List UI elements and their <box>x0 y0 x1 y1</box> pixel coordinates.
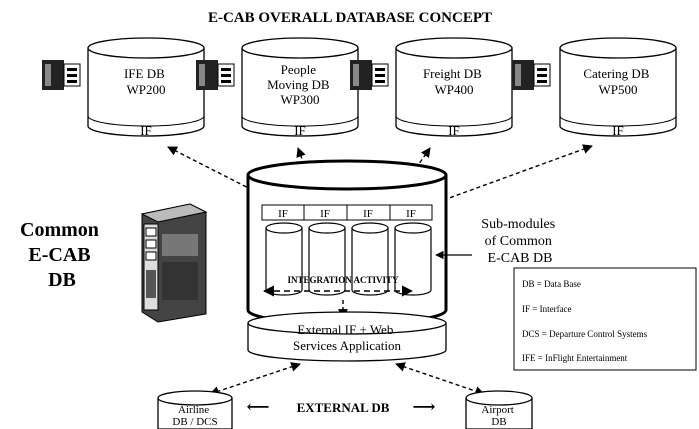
db-interface-label: IF <box>294 123 306 138</box>
db-interface-label: IF <box>448 123 460 138</box>
db-name-line: WP300 <box>281 92 320 107</box>
svg-text:Airline DB / DCS: Airline DB / DCS <box>172 404 217 428</box>
external-left-arrow: ⟵ <box>247 399 270 416</box>
common-db-label-line: E-CAB <box>28 244 90 266</box>
db-name-line: People <box>281 62 317 77</box>
common-interface-label: IF <box>406 208 416 220</box>
common-db-label-line: Common <box>20 219 99 241</box>
server-icon <box>350 60 389 90</box>
svg-text:Sub-modules of Common: Sub-modules of Common E-CAB DB <box>481 217 558 266</box>
db-interface-label: IF <box>140 123 152 138</box>
svg-text:People Moving DB W: People Moving DB WP300 <box>267 62 333 107</box>
svg-text:External IF + Web Servic: External IF + Web Services Application <box>293 322 401 353</box>
top-database-freight: Freight DB WP400 IF <box>395 37 513 138</box>
airline-db-label-line: DB / DCS <box>172 416 217 428</box>
legend-item: DCS = Departure Control Systems <box>522 329 648 339</box>
db-name-line: Moving DB <box>267 77 330 92</box>
airport-db-label-line: Airport <box>481 404 513 416</box>
submodules-label-line: Sub-modules <box>481 217 555 232</box>
common-interface-row: IF IF IF IF <box>261 204 433 221</box>
airline-db-cylinder: Airline DB / DCS <box>157 390 233 429</box>
db-name-line: Freight DB <box>423 66 482 81</box>
airport-db-cylinder: Airport DB <box>465 390 533 429</box>
diagram-title: E-CAB OVERALL DATABASE CONCEPT <box>208 10 492 26</box>
top-database-catering: Catering DB WP500 IF <box>559 37 677 138</box>
db-name-line: WP200 <box>127 82 166 97</box>
submodule-cylinder <box>394 222 432 296</box>
db-name-line: WP500 <box>599 82 638 97</box>
submodules-label-line: E-CAB DB <box>488 251 553 266</box>
services-label-line: Services Application <box>293 338 401 353</box>
server-icon <box>42 60 81 90</box>
svg-text:Freight DB WP400: Freight DB WP400 <box>423 66 485 97</box>
submodule-cylinders <box>265 222 432 296</box>
svg-text:IFE DB WP200: IFE DB WP200 <box>124 66 168 97</box>
common-db-label-line: DB <box>48 269 76 291</box>
services-label-line: External IF + Web <box>297 322 393 337</box>
external-db-label: EXTERNAL DB <box>297 400 390 415</box>
common-interface-label: IF <box>363 208 373 220</box>
top-database-ife: IFE DB WP200 IF <box>87 37 205 138</box>
server-icon <box>196 60 235 90</box>
db-name-line: WP400 <box>435 82 474 97</box>
top-database-people-moving: People Moving DB WP300 IF <box>241 37 359 138</box>
db-name-line: Catering DB <box>583 66 649 81</box>
legend: DB = Data Base IF = Interface DCS = Depa… <box>513 267 697 371</box>
server-tower-icon <box>140 203 208 323</box>
external-connector-arrows <box>209 362 485 396</box>
db-interface-label: IF <box>612 123 624 138</box>
external-right-arrow: ⟶ <box>413 399 436 416</box>
common-interface-label: IF <box>278 208 288 220</box>
services-application-cylinder: External IF + Web Services Application <box>247 311 447 362</box>
server-icon <box>512 60 551 90</box>
airline-db-label-line: Airline <box>178 404 209 416</box>
legend-item: DB = Data Base <box>522 279 581 289</box>
svg-text:Catering DB WP500: Catering DB WP500 <box>583 66 652 97</box>
db-name-line: IFE DB <box>124 66 165 81</box>
airport-db-label-line: DB <box>491 416 506 428</box>
legend-item: IF = Interface <box>522 304 572 314</box>
integration-activity-label: INTEGRATION ACTIVITY <box>287 275 399 285</box>
svg-text:Airport DB: Airport DB <box>481 404 516 428</box>
legend-item: IFE = InFlight Entertainment <box>522 353 628 363</box>
common-interface-label: IF <box>320 208 330 220</box>
submodules-label-line: of Common <box>485 234 552 249</box>
svg-text:Common E-CAB DB: Common E-CAB DB <box>20 219 104 291</box>
submodule-cylinder <box>351 222 389 296</box>
